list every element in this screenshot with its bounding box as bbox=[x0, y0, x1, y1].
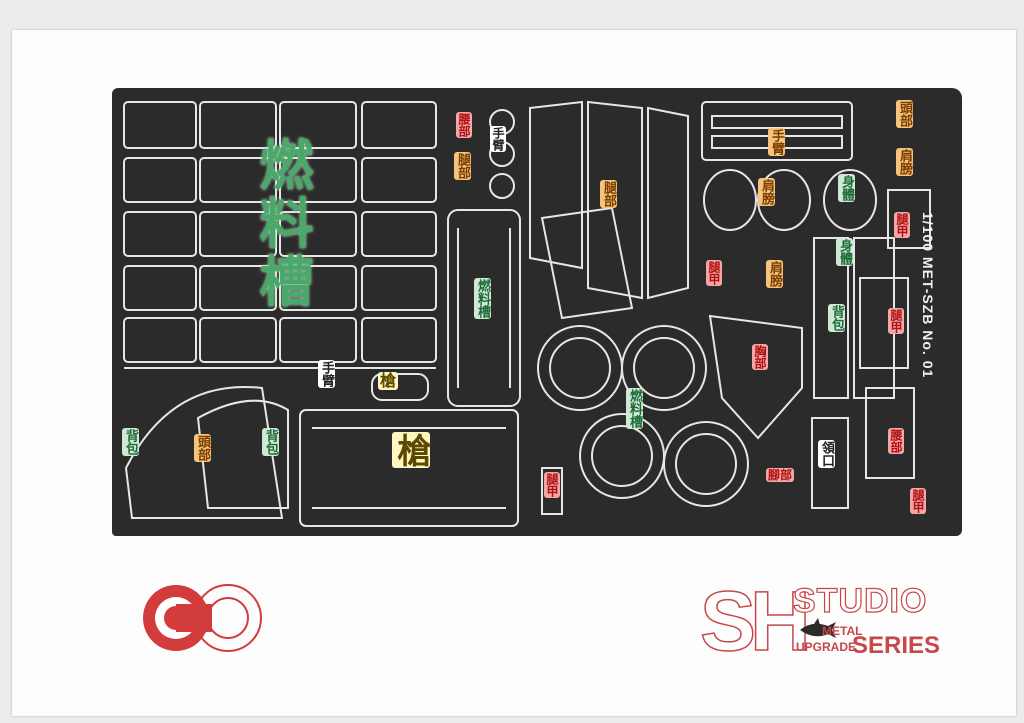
brand-studio: STUDIO bbox=[792, 581, 928, 620]
label-body-1: 身體 bbox=[838, 174, 855, 202]
label-body-2: 身體 bbox=[836, 238, 853, 266]
label-waist-1: 腰部 bbox=[456, 112, 472, 138]
brand-metal: METAL bbox=[822, 624, 863, 638]
label-leg-armor-3: 腿甲 bbox=[888, 308, 904, 334]
label-leg-armor-4: 腿甲 bbox=[910, 488, 926, 514]
label-fuel-tank-3: 燃料槽 bbox=[626, 388, 643, 429]
label-head-1: 頭部 bbox=[896, 100, 913, 128]
label-leg-1: 腿部 bbox=[454, 152, 471, 180]
sheet-code: 1/100 MET-SZB No. 01 bbox=[920, 212, 936, 379]
brand-series: SERIES bbox=[852, 632, 941, 659]
label-leg-armor-5: 腿甲 bbox=[544, 472, 560, 498]
label-collar: 領口 bbox=[818, 440, 835, 468]
brand-upgrade: UPGRADE bbox=[796, 640, 857, 654]
label-head-2: 頭部 bbox=[194, 434, 211, 462]
label-fuel-tank-2: 燃料槽 bbox=[474, 278, 491, 319]
sh-studio-logo: SH STUDIO METAL UPGRADE SERIES bbox=[699, 574, 941, 668]
label-hand-arm-1: 手臂 bbox=[490, 126, 506, 152]
photo-etch-sheet: 燃料槽 腰部 手臂 腿部 燃料槽 腿部 手臂 頭部 肩膀 肩膀 身體 身體 肩膀… bbox=[112, 88, 962, 536]
label-shoulder-1: 肩膀 bbox=[896, 148, 913, 176]
label-backpack-1: 背包 bbox=[828, 304, 845, 332]
shark-icon bbox=[800, 618, 836, 638]
label-chest: 胸部 bbox=[752, 344, 768, 370]
label-leg-armor-1: 腿甲 bbox=[706, 260, 722, 286]
label-leg-armor-2: 腿甲 bbox=[894, 212, 910, 238]
label-backpack-3: 背包 bbox=[262, 428, 279, 456]
label-fuel-tank-big: 燃料槽 bbox=[250, 137, 313, 311]
label-backpack-2: 背包 bbox=[122, 428, 139, 456]
brand-sh: SH bbox=[699, 574, 811, 668]
label-hand-arm-3: 手臂 bbox=[318, 360, 335, 388]
label-shoulder-3: 肩膀 bbox=[766, 260, 783, 288]
label-spear-small: 槍 bbox=[378, 371, 399, 390]
label-waist-2: 腰部 bbox=[888, 428, 904, 454]
label-foot: 腳部 bbox=[766, 468, 795, 482]
label-hand-arm-2: 手臂 bbox=[768, 128, 785, 156]
label-spear-big: 槍 bbox=[391, 432, 431, 468]
label-shoulder-2: 肩膀 bbox=[758, 178, 775, 206]
label-leg-2: 腿部 bbox=[600, 180, 617, 208]
co-logo: CO bbox=[143, 584, 262, 652]
